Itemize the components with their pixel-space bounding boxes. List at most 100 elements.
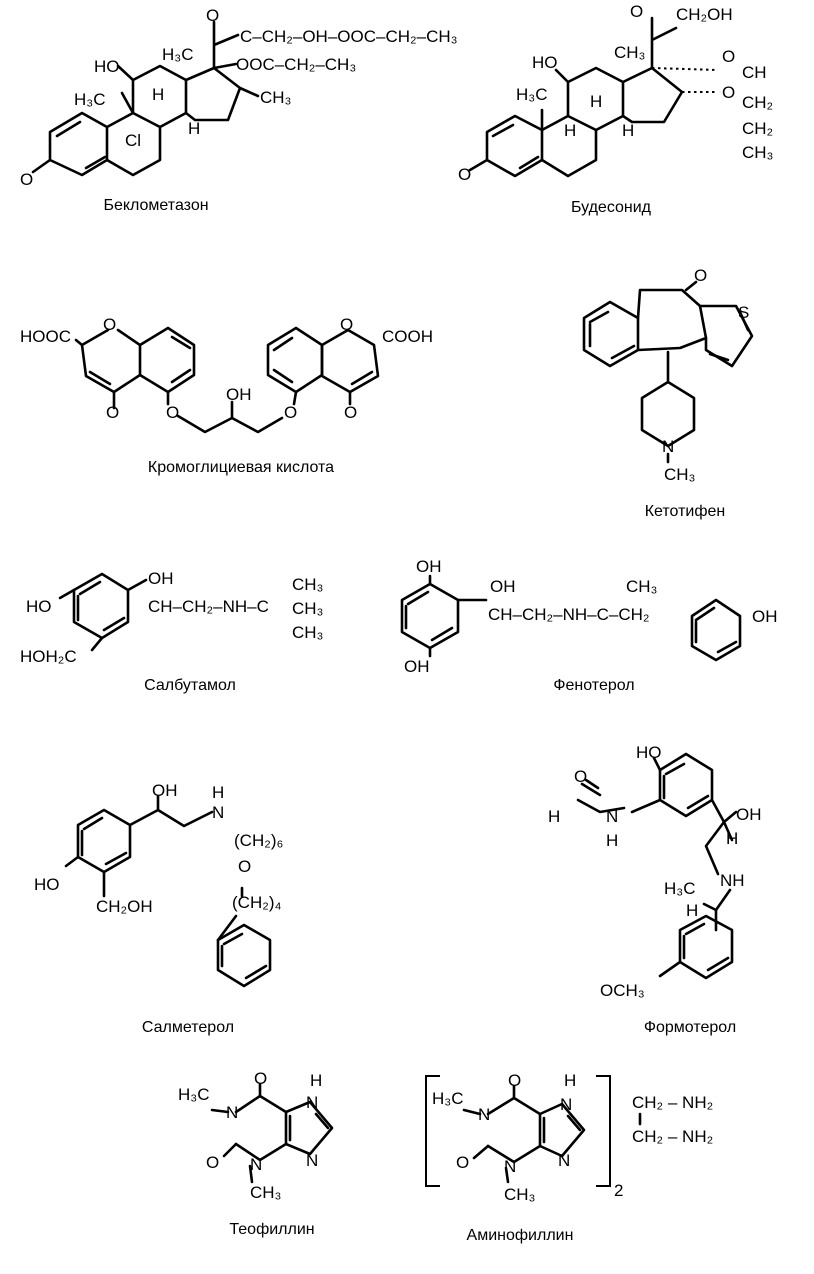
- budesonide-o1: O: [722, 47, 735, 66]
- formoterol-structure: HO H O N H OH H NH H₃C H OCH₃: [548, 743, 762, 1000]
- formoterol-methyl: H₃C: [664, 879, 695, 898]
- beclomethasone-ketone-o: O: [206, 6, 219, 25]
- aminophylline-methyl3: CH₃: [504, 1185, 535, 1204]
- aminophylline-ethylenediamine-1: CH₂ – NH₂: [632, 1093, 713, 1112]
- aminophylline-n3: N: [504, 1157, 516, 1176]
- ketotifen-oxo: O: [694, 266, 707, 285]
- formoterol-amine: NH: [720, 871, 745, 890]
- fenoterol-hydroxy-para: OH: [752, 607, 778, 626]
- budesonide-h1: H: [590, 92, 602, 111]
- cromoglicic-acid-structure: HOOC O O O OH O O O COOH: [20, 315, 433, 434]
- beclomethasone-h2: H: [188, 119, 200, 138]
- cromoglicic-o-ring-right: O: [340, 315, 353, 334]
- formoterol-methoxy: OCH₃: [600, 981, 645, 1000]
- aminophylline-name: Аминофиллин: [467, 1227, 574, 1244]
- salbutamol-structure: HO HOH₂C OH CH–CH₂–NH–C CH₃ CH₃ CH₃: [20, 569, 323, 666]
- theophylline-n3: N: [250, 1155, 262, 1174]
- cromoglicic-oxo-right: O: [344, 403, 357, 422]
- theophylline-name: Теофиллин: [229, 1221, 314, 1238]
- salmeterol-amine-h: H: [212, 783, 224, 802]
- cromoglicic-acid-left: HOOC: [20, 327, 71, 346]
- budesonide-h2: H: [564, 121, 576, 140]
- aminophylline-structure: H₃C N O O N CH₃ H N N 2 CH₂ – NH₂ CH₂ – …: [425, 1071, 713, 1204]
- salmeterol-hydroxymethyl: CH₂OH: [96, 897, 153, 916]
- fenoterol-hydroxy-chain: OH: [490, 577, 516, 596]
- salbutamol-hydroxy-chain: OH: [148, 569, 174, 588]
- formoterol-formyl-o: O: [574, 767, 587, 786]
- budesonide-side-chain: CH₂OH: [676, 5, 733, 24]
- aminophylline-o6: O: [508, 1071, 521, 1090]
- budesonide-ketone-o: O: [630, 2, 643, 21]
- aminophylline-methyl1: H₃C: [432, 1089, 463, 1108]
- theophylline-o2: O: [206, 1153, 219, 1172]
- formoterol-h-chain: H: [726, 829, 738, 848]
- beclomethasone-methyl-d: H₃C: [74, 90, 105, 109]
- beclomethasone-name: Беклометазон: [103, 197, 208, 214]
- formoterol-hydroxy-ring: HO: [636, 743, 662, 762]
- salbutamol-hydroxy-ring: HO: [26, 597, 52, 616]
- cromoglicic-o-ring-left: O: [103, 315, 116, 334]
- budesonide-ch3: CH₃: [742, 143, 773, 162]
- beclomethasone-methyl-16: CH₃: [260, 88, 291, 107]
- budesonide-methyl-c: CH₃: [614, 43, 645, 62]
- theophylline-o6: O: [254, 1069, 267, 1088]
- beclomethasone-chloro: Cl: [125, 131, 141, 150]
- budesonide-h3: H: [622, 121, 634, 140]
- fenoterol-hydroxy-bottom: OH: [404, 657, 430, 676]
- theophylline-h7: H: [310, 1071, 322, 1090]
- formoterol-amide-n: N: [606, 807, 618, 826]
- budesonide-structure: O CH₂OH HO H₃C CH₃ O CH O CH₂ CH₂ CH₃ H …: [458, 2, 773, 184]
- fenoterol-name: Фенотерол: [553, 677, 634, 694]
- theophylline-n7: N: [306, 1093, 318, 1112]
- salbutamol-hydroxymethyl: HOH₂C: [20, 647, 77, 666]
- theophylline-n1: N: [226, 1103, 238, 1122]
- salbutamol-chain: CH–CH₂–NH–C: [148, 597, 269, 616]
- salbutamol-methyl2: CH₃: [292, 599, 323, 618]
- beclomethasone-hydroxy: HO: [94, 57, 120, 76]
- formoterol-hydroxy-chain: OH: [736, 805, 762, 824]
- aminophylline-h7: H: [564, 1071, 576, 1090]
- budesonide-ch2b: CH₂: [742, 119, 773, 138]
- theophylline-n9: N: [306, 1151, 318, 1170]
- fenoterol-chain: CH–CH₂–NH–C–CH₂: [488, 605, 650, 624]
- beclomethasone-ester: OOC–CH₂–CH₃: [236, 55, 356, 74]
- formoterol-h-chain2: H: [686, 901, 698, 920]
- salmeterol-amine-n: N: [212, 803, 224, 822]
- ketotifen-structure: O S N CH₃: [582, 266, 754, 484]
- aminophylline-ethylenediamine-2: CH₂ – NH₂: [632, 1127, 713, 1146]
- cromoglicic-oxo-left: O: [106, 403, 119, 422]
- fenoterol-methyl: CH₃: [626, 577, 657, 596]
- theophylline-methyl3: CH₃: [250, 1183, 281, 1202]
- budesonide-hydroxy: HO: [532, 53, 558, 72]
- ketotifen-name: Кетотифен: [645, 503, 726, 520]
- formoterol-formyl-h: H: [548, 807, 560, 826]
- cromoglicic-acid-right: COOH: [382, 327, 433, 346]
- salmeterol-structure: OH H N (CH₂)₆ O (CH₂)₄ HO CH₂OH: [34, 781, 283, 988]
- cromoglicic-acid-name: Кромоглициевая кислота: [148, 459, 334, 476]
- aminophylline-o2: O: [456, 1153, 469, 1172]
- aminophylline-n7: N: [560, 1095, 572, 1114]
- salmeterol-ether: O: [238, 857, 251, 876]
- fenoterol-hydroxy-top: OH: [416, 557, 442, 576]
- theophylline-structure: H₃C N O O N CH₃ H N N: [178, 1069, 334, 1202]
- salmeterol-hydroxy-ring: HO: [34, 875, 60, 894]
- budesonide-methyl-a: H₃C: [516, 85, 547, 104]
- beclomethasone-oxo: O: [20, 170, 33, 189]
- budesonide-oxo: O: [458, 165, 471, 184]
- salmeterol-hydroxy-chain: OH: [152, 781, 178, 800]
- fenoterol-structure: OH OH OH CH–CH₂–NH–C–CH₂ CH₃ OH: [400, 557, 778, 676]
- beclomethasone-side-chain: C–CH₂–OH–OOC–CH₂–CH₃: [240, 27, 458, 46]
- cromoglicic-hydroxy: OH: [226, 385, 252, 404]
- salbutamol-methyl3: CH₃: [292, 623, 323, 642]
- aminophylline-n9: N: [558, 1151, 570, 1170]
- budesonide-ch: CH: [742, 63, 767, 82]
- budesonide-o2: O: [722, 83, 735, 102]
- formoterol-amide-h: H: [606, 831, 618, 850]
- salbutamol-name: Салбутамол: [144, 677, 236, 694]
- beclomethasone-structure: O C–CH₂–OH–OOC–CH₂–CH₃ OOC–CH₂–CH₃ HO H₃…: [20, 6, 458, 189]
- ketotifen-sulfur: S: [738, 303, 749, 322]
- beclomethasone-h1: H: [152, 85, 164, 104]
- cromoglicic-ether-right: O: [284, 403, 297, 422]
